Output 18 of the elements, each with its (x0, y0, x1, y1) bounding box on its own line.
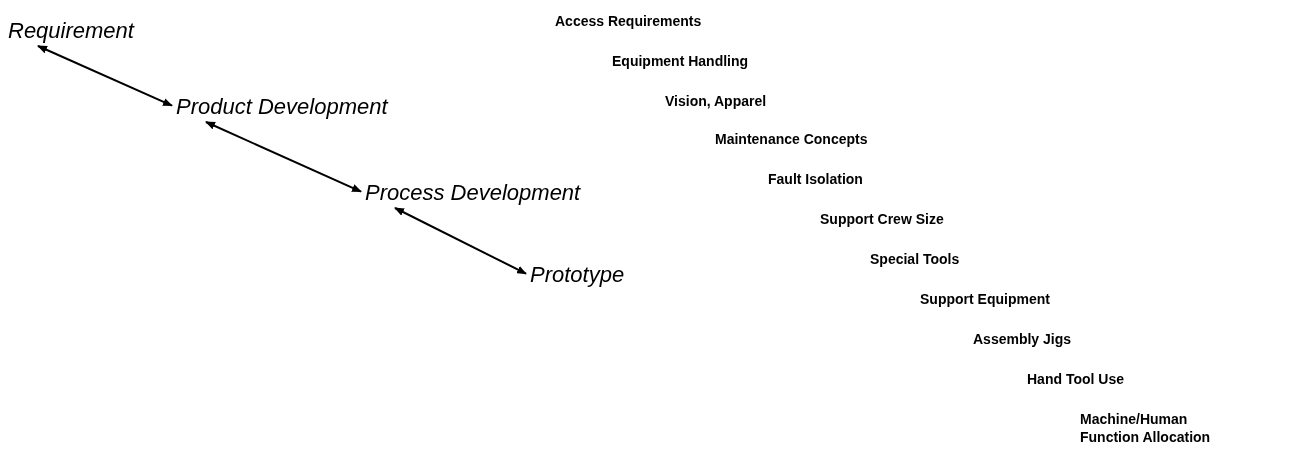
factor-label: Assembly Jigs (973, 330, 1072, 348)
factor-label: Machine/Human Function Allocation (1080, 410, 1212, 446)
factor-label: Support Equipment (920, 290, 1050, 308)
factor-label: Hand Tool Use (1027, 370, 1124, 388)
double-arrow (37, 45, 173, 107)
factor-label: Equipment Handling (612, 52, 749, 70)
stage-label: Prototype (530, 262, 625, 288)
factor-label: Fault Isolation (768, 170, 863, 188)
factor-label: Special Tools (870, 250, 960, 268)
factor-label: Support Crew Size (820, 210, 944, 228)
factor-label: Maintenance Concepts (715, 130, 868, 148)
factor-label: Access Requirements (555, 12, 702, 30)
stage-label: Requirement (8, 18, 134, 44)
stage-label: Process Development (365, 180, 581, 206)
stage-label: Product Development (176, 94, 388, 120)
double-arrow (205, 121, 362, 193)
double-arrow (394, 207, 527, 275)
factor-label: Vision, Apparel (665, 92, 767, 110)
